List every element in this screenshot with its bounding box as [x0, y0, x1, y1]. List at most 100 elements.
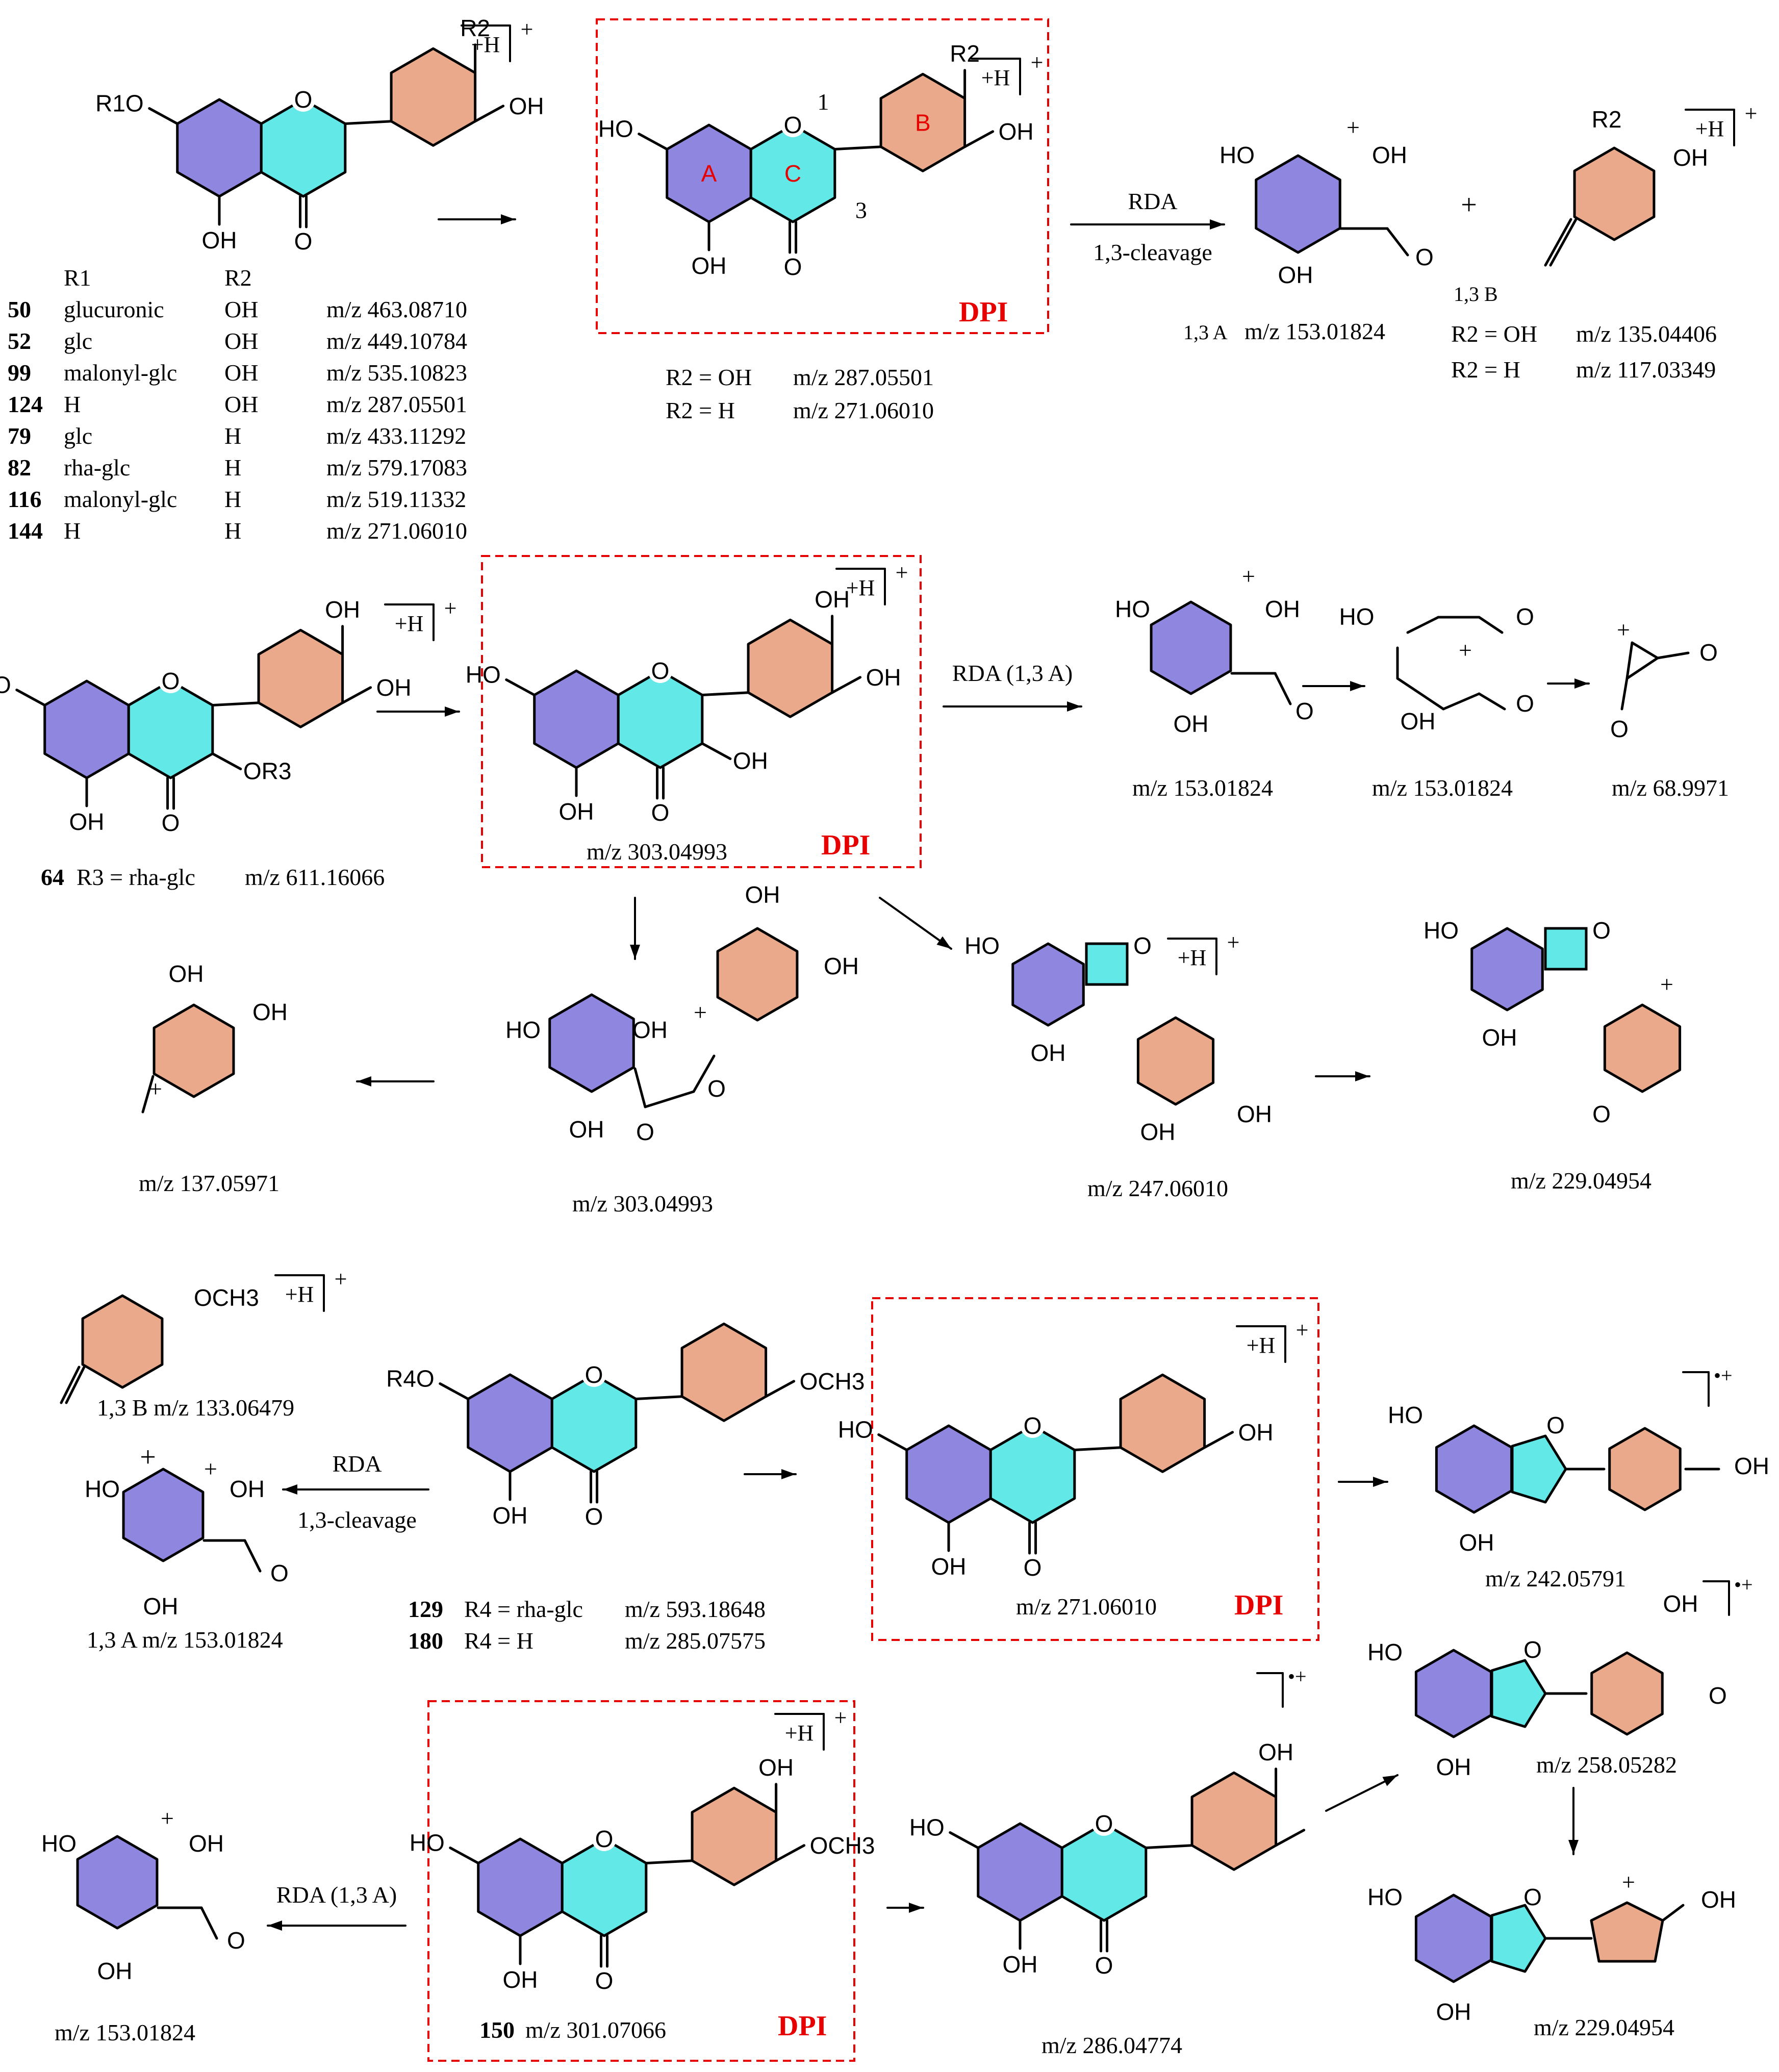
ring-letter-b: B [915, 109, 931, 136]
proton-label: +H [395, 611, 424, 636]
charge-plus: + [1745, 101, 1758, 126]
bond [1544, 218, 1572, 267]
ring-oxygen: O [651, 658, 670, 684]
atom-label: OH [1663, 1590, 1698, 1617]
arrow-head [909, 1903, 923, 1913]
arrow-head [1355, 1071, 1369, 1081]
ring [1150, 600, 1232, 695]
arrow-s3-dpi-f1 [1338, 1477, 1388, 1487]
ring-c [617, 669, 704, 769]
ring-letter-a: A [701, 160, 717, 187]
position-3: 3 [855, 197, 867, 223]
ring-c [550, 1373, 638, 1473]
proton-label: +H [1178, 945, 1207, 970]
ring-c [260, 98, 347, 198]
sub-bond [701, 742, 732, 760]
o-bond [877, 1433, 908, 1451]
aldehyde-oxygen: O [270, 1560, 289, 1586]
fragment-13b-s3: OCH3+H+ [60, 1267, 347, 1404]
carbonyl-oxygen: O [1095, 1952, 1113, 1979]
atom-label: O [1610, 716, 1629, 742]
substituent-4p: OH [999, 118, 1034, 145]
charge-plus: + [834, 1705, 847, 1730]
ring-a [477, 1837, 564, 1937]
furan-ring [1490, 1659, 1547, 1728]
ring-oxygen-bg [291, 87, 316, 112]
ring-oxygen: O [784, 112, 802, 138]
atom-label: O [1592, 917, 1611, 944]
compound-id: 82 [8, 454, 31, 481]
ring [1435, 1424, 1513, 1514]
protonated-bracket: +H+ [274, 1267, 347, 1312]
substituent-4p: OH [509, 93, 544, 119]
oh-bond [341, 686, 372, 704]
compound-r4: R4 = rha-glc [464, 1596, 583, 1622]
mz-f3: m/z 229.04954 [1534, 2014, 1674, 2040]
mz-f1: m/z 153.01824 [1132, 775, 1273, 801]
ring [1255, 154, 1341, 254]
oh-bond [765, 1380, 796, 1398]
compound-id: 129 [408, 1596, 443, 1622]
radical-cation-sign: •+ [1734, 1573, 1753, 1596]
arrow-f5-f4 [356, 1076, 435, 1086]
arrow-head [1067, 701, 1081, 712]
carbonyl-oxygen: O [1024, 1554, 1042, 1581]
arrow-head [630, 945, 640, 959]
oh-5: OH [692, 252, 727, 279]
atom-label: OH [189, 1830, 224, 1857]
bond [633, 1067, 647, 1108]
dpi-mz: m/z 303.04993 [587, 839, 727, 865]
sub-bond [211, 752, 242, 770]
frag-a-s3: 1,3 A m/z 153.01824 [87, 1627, 283, 1653]
charge-plus: + [444, 596, 457, 621]
ring [76, 1835, 159, 1930]
fragment-f7-b-ring: +O [1592, 971, 1682, 1127]
radical-cation-sign: •+ [1288, 1665, 1307, 1688]
substituent-4p: OH [376, 674, 412, 701]
bond [1442, 692, 1481, 711]
mz-f5: m/z 303.04993 [572, 1191, 713, 1217]
arrow-f1-f2-s4 [1325, 1774, 1399, 1812]
substituent-3: OR3 [243, 758, 292, 785]
compound-mz: m/z 271.06010 [326, 518, 467, 544]
arrow-head [1210, 219, 1224, 230]
ring-oxygen-bg [1020, 1413, 1045, 1438]
ring-c [561, 1837, 648, 1937]
atom-label: OH [143, 1593, 179, 1620]
frag-b-label: 1,3 B [1454, 283, 1498, 306]
oh-bond [1203, 1431, 1234, 1449]
atom-label: OH [252, 999, 288, 1025]
o-bond [505, 678, 536, 696]
compound-r1: H [64, 518, 81, 544]
ring-c [989, 1424, 1076, 1524]
ho-7: HO [909, 1814, 945, 1841]
charge-plus: + [896, 560, 908, 585]
arrow-rda-s2 [943, 701, 1082, 712]
aldehyde-oxygen: O [227, 1927, 245, 1954]
compound-id: 79 [8, 423, 31, 449]
compound-r3: R3 = rha-glc [77, 864, 195, 890]
charge-plus: + [1296, 1318, 1309, 1343]
ring-oxygen-bg [1091, 1811, 1116, 1836]
compound-mz: m/z 593.18648 [625, 1596, 766, 1622]
c2-b-bond [701, 691, 750, 696]
substituent-3p: OH [815, 586, 850, 613]
mz-f4: m/z 137.05971 [139, 1170, 279, 1196]
dpi-label: DPI [959, 296, 1008, 328]
fragment-f6-oxetane [1085, 942, 1129, 986]
atom-label: HO [1115, 596, 1150, 622]
bond [1406, 616, 1440, 634]
bond [65, 1366, 86, 1404]
compound-r1: glc [64, 328, 92, 354]
atom-label: HO [85, 1476, 120, 1502]
dpi-box-s4 [427, 1700, 855, 2062]
ring-oxygen: O [595, 1826, 614, 1852]
ring-oxygen-bg [648, 659, 673, 683]
charge-plus: + [335, 1267, 347, 1292]
mz-f2: m/z 258.05282 [1536, 1752, 1677, 1778]
